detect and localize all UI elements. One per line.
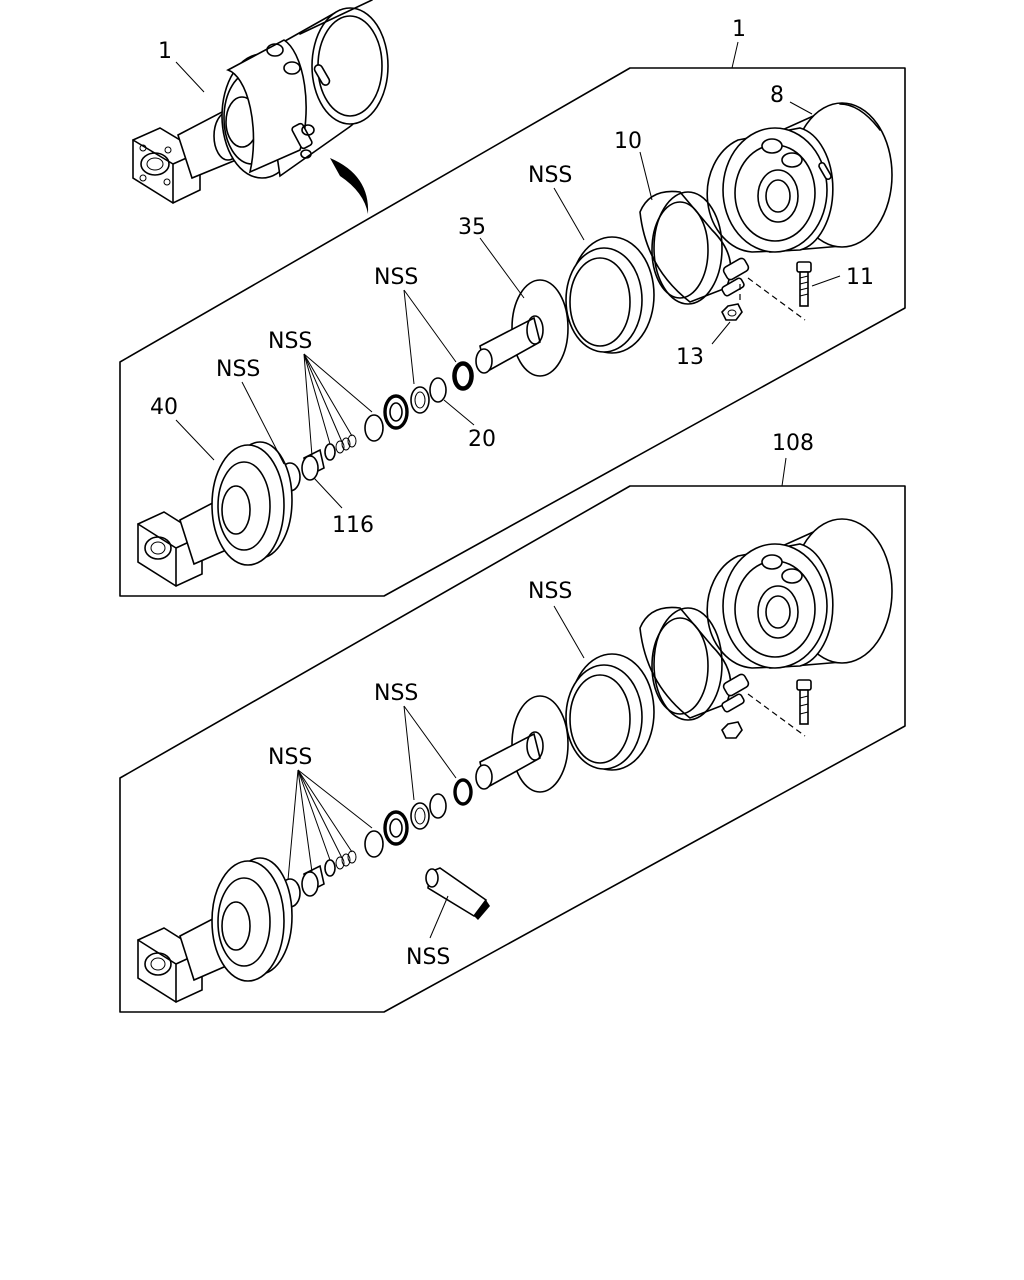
grease-tube-part [425, 867, 490, 920]
large-seal-top [565, 236, 655, 354]
diaphragm-plate-bottom [475, 695, 569, 793]
nut-part [721, 303, 743, 321]
callout-bolt: 11 [846, 265, 874, 290]
callout-grease-tube: NSS [406, 945, 450, 970]
callout-seal-bottom: NSS [528, 579, 572, 604]
callout-seals-middle-top: NSS [374, 265, 418, 290]
callout-housing: 40 [150, 395, 178, 420]
callout-assembly-top: 1 [732, 17, 746, 42]
callout-seal-top: NSS [528, 163, 572, 188]
callout-seal-small-top: NSS [216, 357, 260, 382]
clamp-part-bottom [639, 606, 750, 721]
callout-nut: 13 [676, 345, 704, 370]
callout-seals-left-bottom: NSS [268, 745, 312, 770]
oring-part-2 [429, 377, 447, 403]
overview-assembly [132, 0, 389, 214]
valve-stack-top [279, 434, 357, 492]
callout-valve: 116 [332, 513, 374, 538]
seal-ring-top [364, 414, 384, 442]
chamber-part-top [706, 102, 893, 253]
nut-part-bottom [721, 721, 743, 739]
callout-oring: 20 [468, 427, 496, 452]
callout-clamp: 10 [614, 129, 642, 154]
housing-part-top [137, 441, 293, 587]
callout-chamber: 8 [770, 83, 784, 108]
clamp-part-top [639, 190, 750, 305]
housing-part-bottom [137, 857, 293, 1003]
callout-assembly-bottom: 108 [772, 431, 814, 456]
bearing-part-bottom [383, 810, 409, 846]
top-assembly-frame [119, 67, 906, 597]
chamber-part-bottom [706, 518, 893, 669]
callout-seals-left-top: NSS [268, 329, 312, 354]
bearing-part-top [383, 386, 430, 430]
diaphragm-plate-part [475, 279, 569, 377]
callout-seals-middle-bottom: NSS [374, 681, 418, 706]
explode-arrow-icon [330, 158, 369, 214]
bolt-part-bottom [796, 679, 812, 725]
oring-part-bottom [453, 778, 473, 806]
large-seal-bottom [565, 653, 655, 771]
callout-diaphragm-plate: 35 [458, 215, 486, 240]
bolt-part [796, 261, 812, 307]
callout-assembly-overview: 1 [158, 39, 172, 64]
bottom-assembly-frame [119, 485, 906, 1013]
leader-lines [175, 41, 841, 939]
